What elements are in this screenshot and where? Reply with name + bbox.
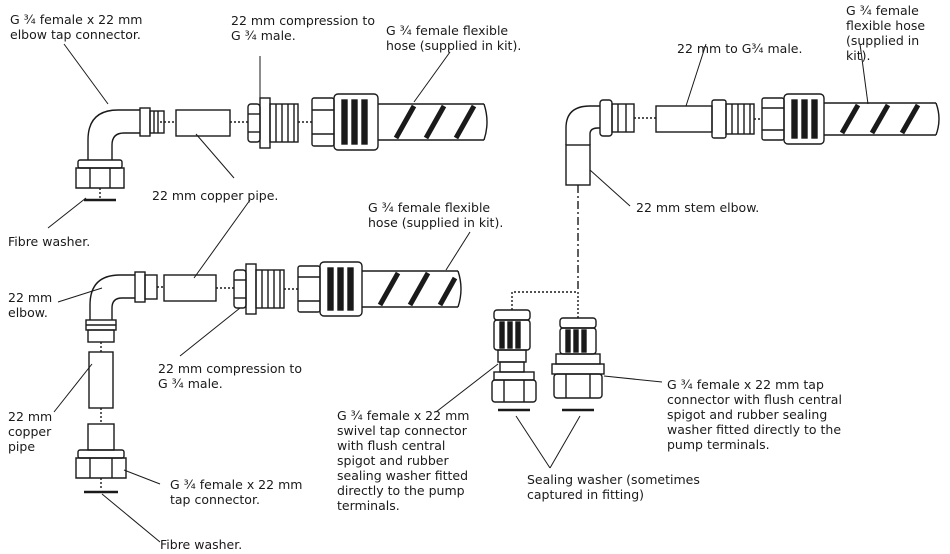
swivel-tap-connector <box>491 309 537 403</box>
label-sealing-washer: Sealing washer (sometimes captured in fi… <box>527 472 700 502</box>
flexible-hose-right <box>761 93 940 145</box>
stem-elbow <box>565 99 635 186</box>
label-compression-top: 22 mm compression to G ¾ male. <box>231 13 375 43</box>
label-tap-connector-right: G ¾ female x 22 mm tap connector with fl… <box>667 377 842 452</box>
adaptor-22mm-to-g34-male <box>655 99 755 139</box>
copper-pipe-vertical <box>88 351 114 409</box>
label-flex-hose-mid: G ¾ female flexible hose (supplied in ki… <box>368 200 504 230</box>
compression-fitting-bottom <box>233 263 285 315</box>
copper-pipe-mid <box>163 274 217 302</box>
label-copper-pipe-left: 22 mm copper pipe <box>8 409 53 454</box>
tap-connector-right <box>551 317 605 399</box>
elbow-22mm <box>85 271 158 343</box>
leader-lines <box>47 43 869 543</box>
label-tap-connector-bottom: G ¾ female x 22 mm tap connector. <box>170 477 303 507</box>
label-stem-elbow: 22 mm stem elbow. <box>636 200 760 215</box>
flexible-hose-top <box>311 93 488 151</box>
flexible-hose-mid <box>297 261 462 317</box>
elbow-tap-connector-top <box>75 107 165 198</box>
tap-connector-bottom-left <box>75 423 127 488</box>
compression-fitting-top <box>247 97 299 149</box>
label-copper-pipe-top: 22 mm copper pipe. <box>152 188 279 203</box>
copper-pipe-top <box>175 109 231 137</box>
label-fibre-washer-top: Fibre washer. <box>8 234 91 249</box>
label-flex-hose-right: G ¾ female flexible hose (supplied in ki… <box>846 3 926 63</box>
label-elbow-tap-connector: G ¾ female x 22 mm elbow tap connector. <box>10 12 143 42</box>
label-to-g34-male: 22 mm to G¾ male. <box>677 41 803 56</box>
label-compression-bottom: 22 mm compression to G ¾ male. <box>158 361 302 391</box>
label-flex-hose-top: G ¾ female flexible hose (supplied in ki… <box>386 23 522 53</box>
label-fibre-washer-bottom: Fibre washer. <box>160 537 243 552</box>
label-swivel-connector: G ¾ female x 22 mm swivel tap connector … <box>337 408 470 513</box>
label-elbow-22: 22 mm elbow. <box>8 290 53 320</box>
